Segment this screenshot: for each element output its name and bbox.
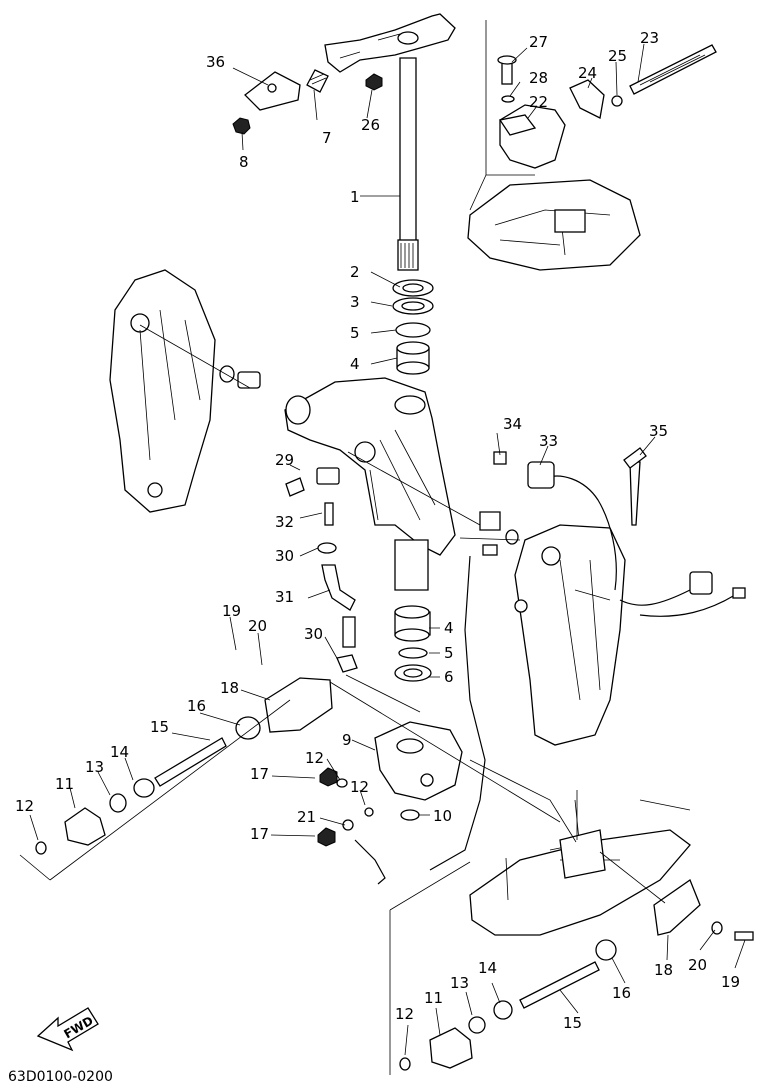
- lower-mount-assembly: [35, 677, 754, 1071]
- part-label-35: 35: [649, 422, 668, 440]
- part-label-16-lower: 16: [612, 984, 631, 1002]
- part-label-5: 5: [350, 324, 360, 342]
- part-label-17: 17: [250, 765, 269, 783]
- part-label-9: 9: [342, 731, 352, 749]
- part-label-30-lower: 30: [304, 625, 323, 643]
- part-labels: 1 2 3 5 4 4 5 6 7 8 9 10 11 11 12 12 12 …: [15, 29, 740, 1032]
- lower-shaft-components: [394, 605, 432, 682]
- part-label-8: 8: [239, 153, 249, 171]
- part-label-14: 14: [110, 743, 129, 761]
- part-label-34: 34: [503, 415, 522, 433]
- part-label-24: 24: [578, 64, 597, 82]
- part-label-14-lower: 14: [478, 959, 497, 977]
- part-label-20-right: 20: [688, 956, 707, 974]
- part-label-15: 15: [150, 718, 169, 736]
- part-label-12-mid: 12: [350, 778, 369, 796]
- left-clamp-bracket: [109, 269, 261, 513]
- part-label-19-right: 19: [721, 973, 740, 991]
- part-label-3: 3: [350, 293, 360, 311]
- part-label-25: 25: [608, 47, 627, 65]
- lower-cowling: [469, 799, 691, 936]
- part-label-12-left: 12: [15, 797, 34, 815]
- part-label-33: 33: [539, 432, 558, 450]
- part-label-10: 10: [433, 807, 452, 825]
- part-label-12-lower: 12: [395, 1005, 414, 1023]
- part-label-5-lower: 5: [444, 644, 454, 662]
- part-label-31: 31: [275, 588, 294, 606]
- upper-shaft-components: [392, 279, 434, 375]
- part-label-18-right: 18: [654, 961, 673, 979]
- fwd-arrow-icon: FWD: [36, 1007, 99, 1052]
- part-label-12-center: 12: [305, 749, 324, 767]
- part-label-11: 11: [55, 775, 74, 793]
- part-label-32: 32: [275, 513, 294, 531]
- part-label-18: 18: [220, 679, 239, 697]
- part-label-22: 22: [529, 93, 548, 111]
- lower-small-parts: [317, 555, 486, 885]
- part-label-1: 1: [350, 188, 360, 206]
- wiring-harness: [493, 447, 746, 617]
- top-fasteners: [232, 44, 717, 135]
- part-label-13-lower: 13: [450, 974, 469, 992]
- part-label-16: 16: [187, 697, 206, 715]
- part-label-6: 6: [444, 668, 454, 686]
- part-label-19: 19: [222, 602, 241, 620]
- part-label-4-lower: 4: [444, 619, 454, 637]
- part-label-11-lower: 11: [424, 989, 443, 1007]
- steering-arm: [324, 13, 456, 73]
- part-label-36: 36: [206, 53, 225, 71]
- diagram-code: 63D0100-0200: [8, 1069, 113, 1085]
- leader-lines: [19, 20, 746, 1075]
- part-label-20: 20: [248, 617, 267, 635]
- part-label-4: 4: [350, 355, 360, 373]
- upper-mount-and-bottom-cowling: [467, 104, 641, 271]
- part-label-29: 29: [275, 451, 294, 469]
- part-label-23: 23: [640, 29, 659, 47]
- middle-small-parts: [285, 467, 358, 673]
- part-label-7: 7: [322, 129, 332, 147]
- part-label-2: 2: [350, 263, 360, 281]
- part-label-21: 21: [297, 808, 316, 826]
- part-label-30: 30: [275, 547, 294, 565]
- part-label-28: 28: [529, 69, 548, 87]
- swivel-bracket: [284, 377, 456, 591]
- part-label-15-lower: 15: [563, 1014, 582, 1032]
- right-clamp-bracket: [479, 511, 626, 746]
- steering-shaft: [397, 57, 419, 271]
- part-label-26: 26: [361, 116, 380, 134]
- part-label-13: 13: [85, 758, 104, 776]
- part-label-17-lower: 17: [250, 825, 269, 843]
- part-label-27: 27: [529, 33, 548, 51]
